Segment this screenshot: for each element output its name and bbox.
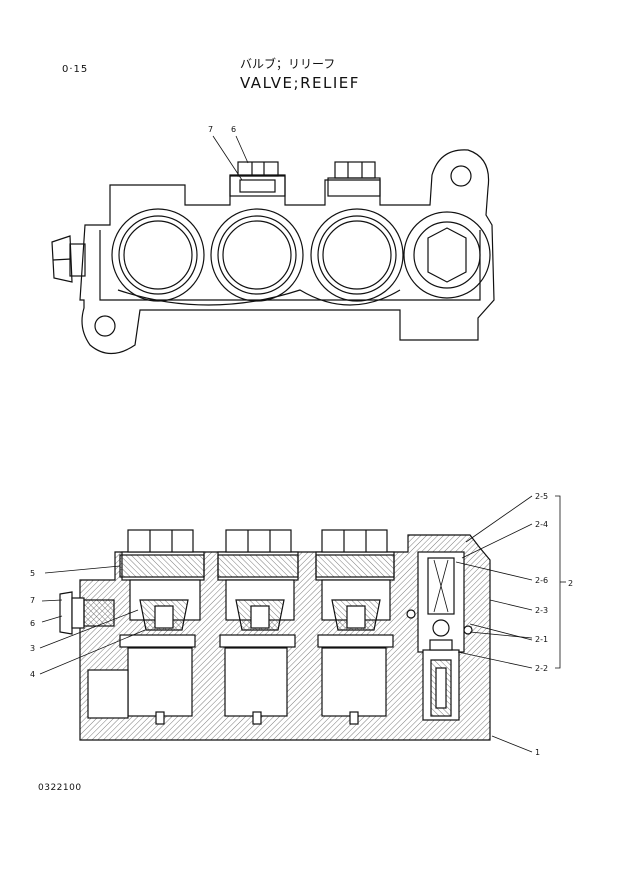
callout-2-3: 2-3 xyxy=(535,606,548,615)
callout-4: 4 xyxy=(30,670,35,679)
callout-1: 1 xyxy=(535,748,540,757)
title-english: VALVE;RELIEF xyxy=(240,74,360,92)
callout-2-2: 2-2 xyxy=(535,664,548,673)
page-number: 0·15 xyxy=(62,64,89,75)
valve-top-view xyxy=(51,149,495,355)
callout-3: 3 xyxy=(30,644,35,653)
callout-6-top: 6 xyxy=(231,125,236,134)
group-2-bracket xyxy=(555,495,566,669)
title-japanese: バルブ；リリーフ xyxy=(240,57,336,71)
section-callout-leaders xyxy=(39,495,533,753)
callout-2-6: 2-6 xyxy=(535,576,548,585)
callout-7-top: 7 xyxy=(208,125,213,134)
document-code: 0322100 xyxy=(38,783,82,793)
callout-6-section: 6 xyxy=(30,619,35,628)
callout-2-5: 2-5 xyxy=(535,492,548,501)
top-callout-leaders xyxy=(212,135,249,181)
callout-2: 2 xyxy=(568,579,573,588)
callout-7-section: 7 xyxy=(30,596,35,605)
callout-2-4: 2-4 xyxy=(535,520,548,529)
callout-2-1: 2-1 xyxy=(535,635,548,644)
callout-5: 5 xyxy=(30,569,35,578)
valve-section-view xyxy=(59,529,491,741)
